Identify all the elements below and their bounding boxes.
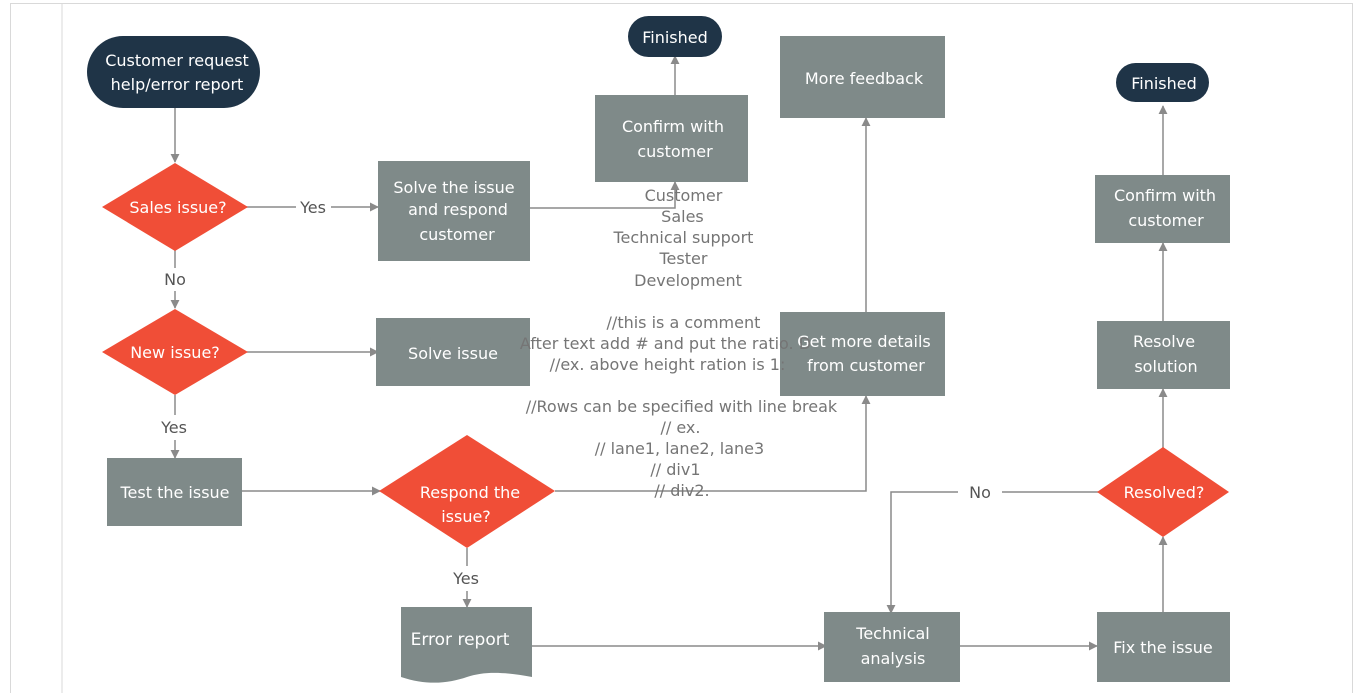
resolved-decision (1097, 447, 1229, 537)
finished-terminal-right (1116, 63, 1209, 102)
start-label: Customer request help/error report (105, 51, 249, 94)
lanes-note-line-3: Technical support (612, 228, 753, 247)
start-terminal (87, 36, 260, 108)
confirm-top-process (595, 95, 748, 182)
more-feedback-label: More feedback (805, 69, 924, 88)
lanes-note-line-2: Sales (661, 207, 704, 226)
resolve-solution-label: Resolve solution (1133, 332, 1198, 376)
new-issue-label: New issue? (130, 343, 220, 362)
edge-respond-to-details (555, 395, 871, 492)
confirm-top-line-1: Confirm with (622, 117, 724, 136)
more-details-label: Get more details from customer (797, 332, 930, 375)
respond-issue-label: Respond the issue? (420, 483, 520, 526)
resolve-solution-line-2: solution (1134, 357, 1197, 376)
respond-issue-line-2: issue? (441, 507, 491, 526)
solve-issue-process (376, 318, 530, 386)
lanes-note-line-1: Customer (645, 186, 723, 205)
fix-issue-process (1097, 612, 1230, 682)
solve-respond-label: Solve the issue and respond customer (393, 178, 514, 244)
test-issue-label: Test the issue (119, 483, 229, 502)
start-label-line-2: help/error report (111, 75, 244, 94)
confirm-top-label: Confirm with customer (622, 117, 724, 161)
sales-issue-decision (102, 163, 248, 251)
confirm-right-line-1: Confirm with (1114, 186, 1216, 205)
more-details-process (780, 312, 945, 396)
comment-note-line-6: // ex. (660, 418, 700, 437)
solve-respond-line-2: and respond (408, 200, 508, 219)
more-details-line-1: Get more details (797, 332, 930, 351)
new-issue-decision (102, 309, 248, 395)
resolve-solution-line-1: Resolve (1133, 332, 1195, 351)
confirm-top-line-2: customer (637, 142, 713, 161)
lanes-note: Customer Sales Technical support Tester … (612, 186, 758, 290)
finished-top-label: Finished (642, 28, 708, 47)
confirm-right-process (1095, 175, 1230, 243)
sales-issue-label: Sales issue? (129, 198, 226, 217)
sales-yes-label: Yes (299, 198, 326, 217)
error-report-document (401, 607, 532, 683)
comment-note-line-7: // lane1, lane2, lane3 (595, 439, 764, 458)
new-yes-label: Yes (160, 418, 187, 437)
finished-terminal-top (628, 16, 722, 57)
comment-note: //this is a comment After text add # and… (520, 313, 842, 500)
technical-analysis-line-1: Technical (855, 624, 929, 643)
comment-note-line-3: //ex. above height ration is 1: (550, 355, 786, 374)
edge-solve-to-confirm (530, 181, 680, 209)
solve-respond-process (378, 161, 530, 261)
frame-border (10, 3, 1353, 693)
comment-note-line-8: // div1 (650, 460, 700, 479)
lanes-note-line-4: Tester (658, 249, 707, 268)
error-report-label: Error report (411, 630, 510, 650)
resolved-label: Resolved? (1124, 483, 1205, 502)
edge-resolved-no-b (886, 491, 958, 614)
edges (170, 55, 1168, 651)
comment-note-line-9: // div2. (654, 481, 709, 500)
respond-yes-label: Yes (452, 569, 479, 588)
solve-respond-line-1: Solve the issue (393, 178, 514, 197)
lanes-note-line-5: Development (634, 271, 742, 290)
sales-no-label: No (164, 270, 186, 289)
more-details-line-2: from customer (807, 356, 925, 375)
solve-issue-label: Solve issue (408, 344, 498, 363)
confirm-right-line-2: customer (1128, 211, 1204, 230)
technical-analysis-line-2: analysis (861, 649, 926, 668)
resolved-no-label: No (969, 483, 991, 502)
technical-analysis-label: Technical analysis (855, 624, 929, 668)
resolve-solution-process (1097, 321, 1230, 389)
more-feedback-process (780, 36, 945, 118)
test-issue-process (107, 458, 242, 526)
start-label-line-1: Customer request (105, 51, 249, 70)
fix-issue-label: Fix the issue (1113, 638, 1212, 657)
respond-issue-decision (379, 435, 555, 548)
respond-issue-line-1: Respond the (420, 483, 520, 502)
solve-respond-line-3: customer (419, 225, 495, 244)
comment-note-line-2: After text add # and put the ratio. D (520, 334, 811, 353)
comment-note-line-1: //this is a comment (607, 313, 761, 332)
finished-right-label: Finished (1131, 74, 1197, 93)
confirm-right-label: Confirm with customer (1114, 186, 1216, 230)
comment-note-line-5: //Rows can be specified with line break (526, 397, 838, 416)
technical-analysis-process (824, 612, 960, 682)
